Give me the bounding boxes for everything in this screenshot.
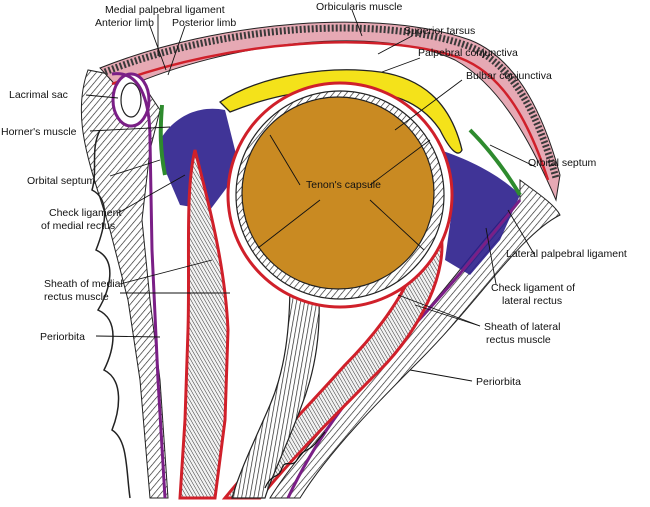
label-check-ligament-medial-1: Check ligament (49, 207, 121, 219)
orbital-fat-medial (160, 108, 240, 210)
optic-nerve (231, 279, 320, 499)
orbital-septum-lateral (468, 128, 522, 197)
label-check-ligament-lateral-1: Check ligament of (491, 282, 575, 294)
globe (241, 96, 435, 290)
label-sheath-medial-1: Sheath of medial (44, 278, 123, 290)
label-posterior-limb: Posterior limb (172, 17, 236, 29)
label-lacrimal-sac: Lacrimal sac (9, 89, 68, 101)
label-sheath-medial-2: rectus muscle (44, 291, 109, 303)
lacrimal-sac-inner (120, 82, 142, 118)
label-superior-tarsus: Superior tarsus (404, 25, 475, 37)
label-medial-palpebral-ligament: Medial palpebral ligament (105, 4, 225, 16)
label-orbital-septum-right: Orbital septum (528, 157, 597, 169)
leader-lines (85, 9, 537, 382)
orbicularis-muscle-band (103, 24, 560, 179)
orbital-septum-medial (158, 104, 167, 176)
artist-signature (264, 431, 326, 489)
label-palpebral-conjunctiva: Palpebral conjunctiva (418, 47, 518, 59)
medial-rectus-muscle (178, 149, 230, 500)
label-orbital-septum-left: Orbital septum (27, 175, 96, 187)
label-sheath-lateral-2: rectus muscle (486, 334, 551, 346)
ethmoid-air-cells (91, 129, 131, 499)
label-lateral-palpebral-ligament: Lateral palpebral ligament (506, 248, 627, 260)
label-check-ligament-medial-2: of medial rectus (41, 220, 115, 232)
label-check-ligament-lateral-2: lateral rectus (502, 295, 562, 307)
label-bulbar-conjunctiva: Bulbar conjunctiva (466, 70, 552, 82)
label-anterior-limb: Anterior limb (95, 17, 154, 29)
label-tenons-capsule: Tenon's capsule (306, 179, 381, 191)
orbital-fat-lateral (440, 150, 520, 275)
label-sheath-lateral-1: Sheath of lateral (484, 321, 560, 333)
label-orbicularis-muscle: Orbicularis muscle (316, 1, 403, 13)
label-horners-muscle: Horner's muscle (1, 126, 77, 138)
orbicularis-red-layer (111, 41, 550, 181)
label-periorbita-right: Periorbita (476, 376, 521, 388)
periorbita-medial-line (111, 72, 167, 499)
label-periorbita-left: Periorbita (40, 331, 85, 343)
